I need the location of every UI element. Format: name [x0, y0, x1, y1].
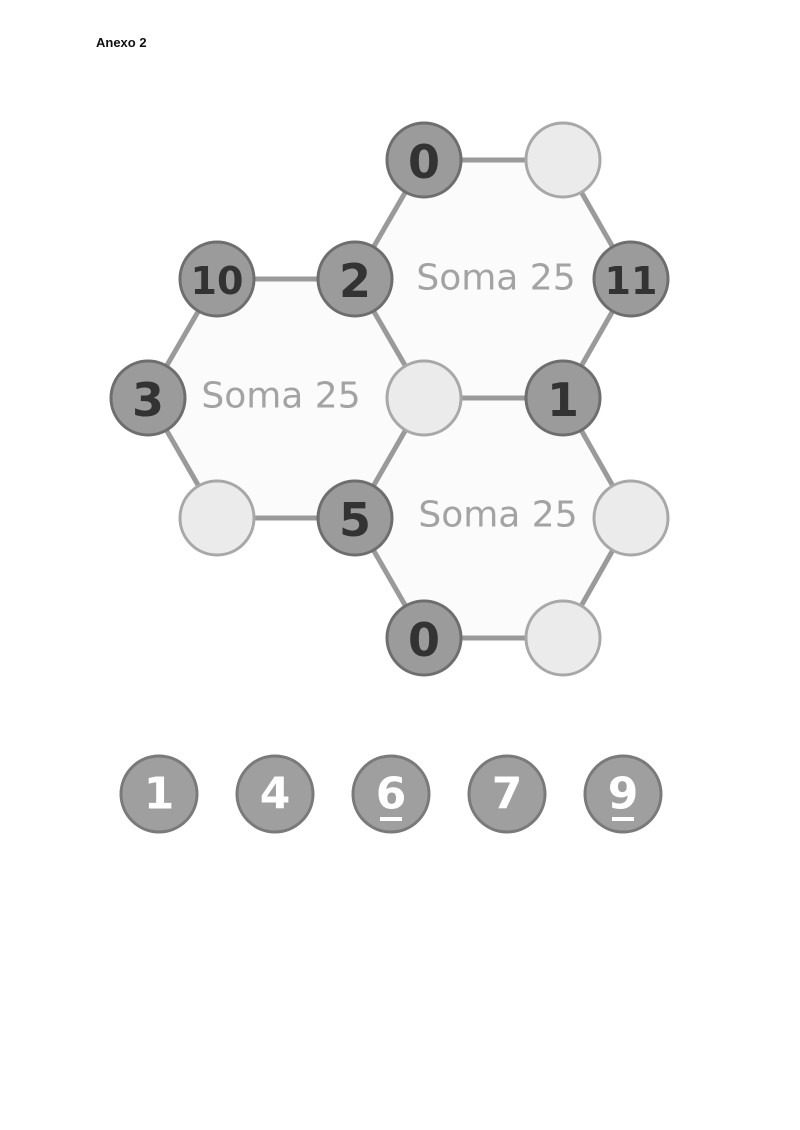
- given-number-node: 0: [385, 599, 463, 677]
- hexagon-left: [148, 279, 424, 518]
- sum-label-left: Soma 25: [201, 376, 360, 417]
- given-number-node: 3: [109, 359, 187, 437]
- node-value: 2: [339, 254, 371, 308]
- tile-circle[interactable]: [351, 754, 431, 834]
- node-circle: [524, 359, 602, 437]
- number-tile-9[interactable]: 9: [583, 754, 663, 834]
- node-value: 0: [408, 613, 440, 667]
- tile-value: 4: [260, 769, 291, 820]
- sum-label-bottom-right: Soma 25: [418, 495, 577, 536]
- node-value: 10: [191, 259, 244, 303]
- number-tile-7[interactable]: 7: [467, 754, 547, 834]
- hexagon-faces: [148, 160, 631, 638]
- empty-slot[interactable]: [385, 359, 463, 437]
- empty-slot-circle[interactable]: [524, 599, 602, 677]
- tile-value: 6: [376, 769, 407, 820]
- empty-slot-circle[interactable]: [385, 359, 463, 437]
- node-value: 1: [547, 373, 579, 427]
- tile-circle[interactable]: [119, 754, 199, 834]
- sum-label-top-right: Soma 25: [416, 258, 575, 299]
- tile-value: 9: [608, 769, 639, 820]
- given-number-node: 0: [385, 121, 463, 199]
- given-number-node: 1: [524, 359, 602, 437]
- number-tile-4[interactable]: 4: [235, 754, 315, 834]
- given-number-node: 11: [592, 240, 670, 318]
- tile-value: 7: [492, 769, 523, 820]
- given-number-node: 2: [316, 240, 394, 318]
- node-circle: [385, 121, 463, 199]
- node-circle: [316, 240, 394, 318]
- empty-slot[interactable]: [524, 599, 602, 677]
- tile-value: 1: [144, 769, 175, 820]
- node-value: 3: [132, 373, 164, 427]
- empty-slot-circle[interactable]: [178, 479, 256, 557]
- node-value: 11: [605, 259, 658, 303]
- empty-slot-circle[interactable]: [524, 121, 602, 199]
- given-number-node: 5: [316, 479, 394, 557]
- page-label: Anexo 2: [96, 35, 147, 50]
- empty-slot[interactable]: [592, 479, 670, 557]
- node-value: 5: [339, 493, 371, 547]
- empty-slot-circle[interactable]: [592, 479, 670, 557]
- tile-circle[interactable]: [467, 754, 547, 834]
- tile-circle[interactable]: [235, 754, 315, 834]
- node-circle: [178, 240, 256, 318]
- node-circle: [316, 479, 394, 557]
- empty-slot[interactable]: [524, 121, 602, 199]
- node-value: 0: [408, 135, 440, 189]
- hexagon-top-right: [355, 160, 631, 398]
- node-circle: [385, 599, 463, 677]
- hexagon-bottom-right: [355, 398, 631, 638]
- node-circle: [109, 359, 187, 437]
- tile-circle[interactable]: [583, 754, 663, 834]
- number-tile-1[interactable]: 1: [119, 754, 199, 834]
- number-tile-6[interactable]: 6: [351, 754, 431, 834]
- node-circle: [592, 240, 670, 318]
- empty-slot[interactable]: [178, 479, 256, 557]
- given-number-node: 10: [178, 240, 256, 318]
